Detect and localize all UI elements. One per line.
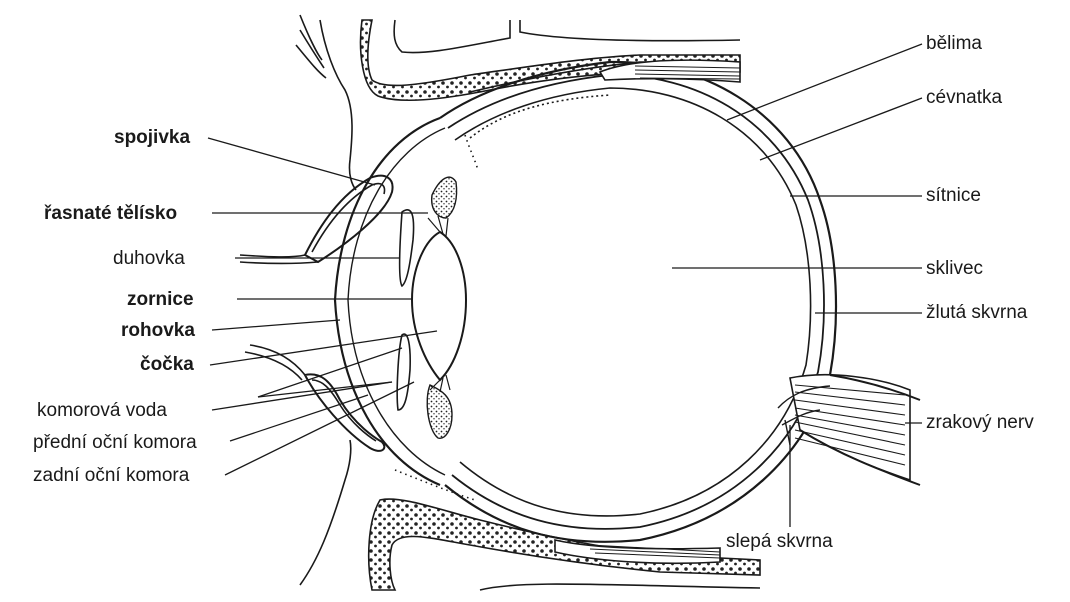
label-duhovka: duhovka: [113, 249, 185, 268]
label-rohovka: rohovka: [121, 321, 195, 340]
label-predni-ocni-komora: přední oční komora: [33, 433, 197, 452]
optic-nerve: [778, 375, 920, 485]
label-sklivec: sklivec: [926, 259, 983, 278]
label-cocka: čočka: [140, 355, 194, 374]
label-cevnatka: cévnatka: [926, 88, 1002, 107]
label-rasnate-telisko: řasnaté tělísko: [44, 204, 177, 223]
label-sitnice: sítnice: [926, 186, 981, 205]
label-zornice: zornice: [127, 290, 194, 309]
label-zluta-skvrna: žlutá skvrna: [926, 303, 1027, 322]
leader-lines: [208, 44, 922, 527]
label-zrakovy-nerv: zrakový nerv: [926, 413, 1068, 432]
label-belima: bělima: [926, 34, 982, 53]
label-zadni-ocni-komora: zadní oční komora: [33, 466, 189, 485]
label-komorova-voda: komorová voda: [37, 401, 167, 420]
label-spojivka: spojivka: [114, 128, 190, 147]
label-slepa-skvrna: slepá skvrna: [726, 532, 833, 551]
